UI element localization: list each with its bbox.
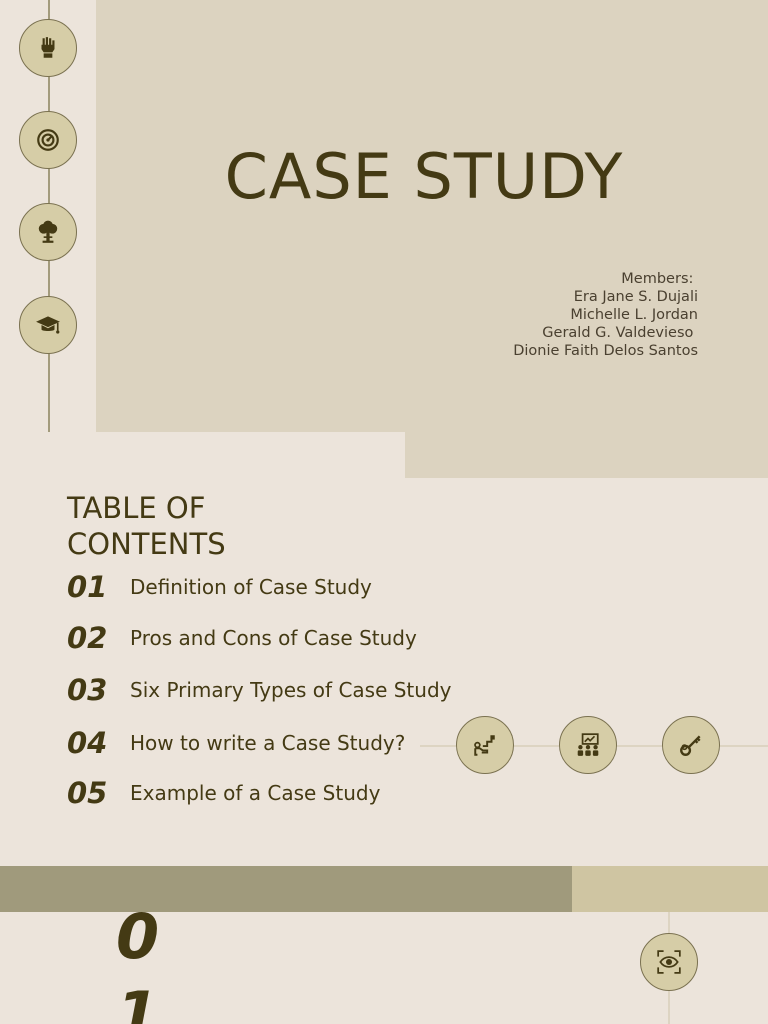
graduation-cap-icon xyxy=(19,296,77,354)
toc-item-label: Example of a Case Study xyxy=(130,781,381,805)
toc-item[interactable]: 04 How to write a Case Study? xyxy=(67,723,405,763)
toc-item-number: 02 xyxy=(67,621,108,655)
gauge-icon xyxy=(19,111,77,169)
toc-item-number: 01 xyxy=(67,570,108,604)
section-band-dark xyxy=(0,866,572,912)
toc-item[interactable]: 05 Example of a Case Study xyxy=(67,773,380,813)
members-list: Members: Era Jane S. Dujali Michelle L. … xyxy=(513,270,698,360)
tree-icon xyxy=(19,203,77,261)
hand-growth-icon xyxy=(456,716,514,774)
key-icon xyxy=(662,716,720,774)
toc-item-label: Pros and Cons of Case Study xyxy=(130,626,417,650)
member-name: Michelle L. Jordan xyxy=(570,307,698,323)
toc-item-number: 03 xyxy=(67,673,108,707)
toc-item-label: Definition of Case Study xyxy=(130,575,372,599)
member-name: Gerald G. Valdevieso xyxy=(542,325,698,341)
member-name: Dionie Faith Delos Santos xyxy=(513,343,698,359)
toc-item-number: 04 xyxy=(67,726,108,760)
raised-fist-icon xyxy=(19,19,77,77)
toc-item-label: How to write a Case Study? xyxy=(130,731,406,755)
toc-item[interactable]: 02 Pros and Cons of Case Study xyxy=(67,618,417,658)
member-name: Era Jane S. Dujali xyxy=(573,289,698,305)
eye-focus-icon xyxy=(640,933,698,991)
section-number-top: 0 xyxy=(116,900,160,973)
toc-item[interactable]: 01 Definition of Case Study xyxy=(67,567,372,607)
title-block-tab xyxy=(405,432,768,478)
toc-item-label: Six Primary Types of Case Study xyxy=(130,678,452,702)
toc-title: TABLE OF CONTENTS xyxy=(67,491,226,561)
page-title: CASE STUDY xyxy=(224,140,624,213)
members-heading: Members: xyxy=(621,271,698,287)
toc-item[interactable]: 03 Six Primary Types of Case Study xyxy=(67,670,451,710)
team-chart-icon xyxy=(559,716,617,774)
section-number: 0 1 xyxy=(116,898,176,1024)
section-band-light xyxy=(572,866,768,912)
title-block xyxy=(96,0,768,432)
toc-item-number: 05 xyxy=(67,776,108,810)
section-number-bottom: 1 xyxy=(116,978,160,1024)
